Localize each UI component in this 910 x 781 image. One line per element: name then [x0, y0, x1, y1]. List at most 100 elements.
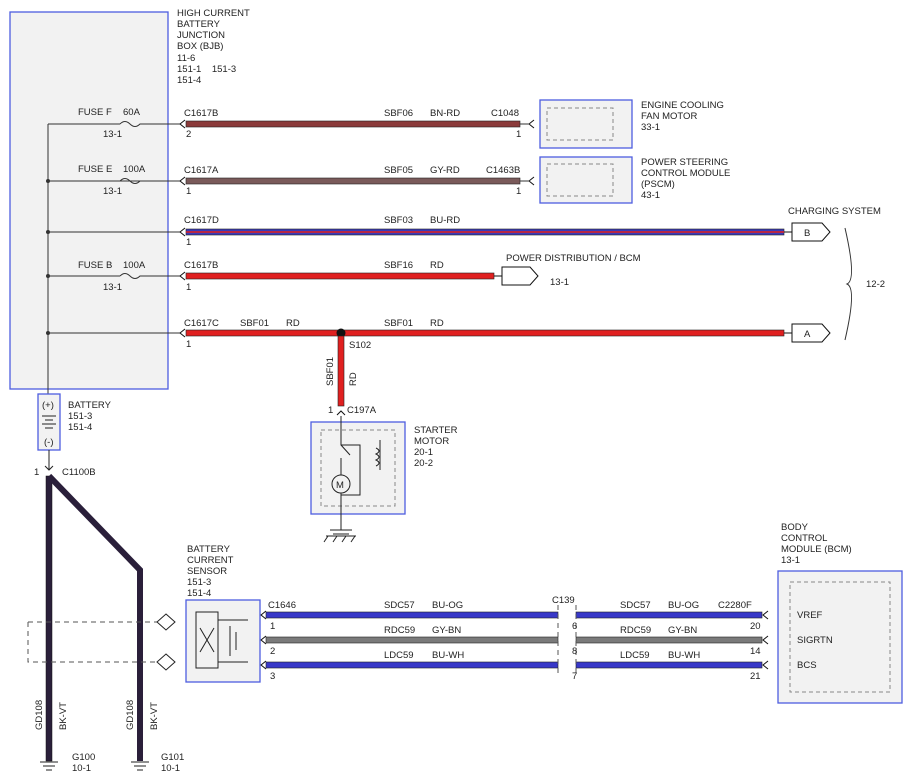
- starter-motor-box: M STARTER MOTOR 20-1 20-2: [310, 416, 458, 535]
- bcs-label-3: SENSOR: [187, 566, 227, 577]
- w2-color-left: GY-BN: [432, 625, 461, 636]
- conn-c197a: C197A: [347, 405, 377, 416]
- pscm-label-1: POWER STEERING: [641, 157, 728, 168]
- w2-circuit-left: RDC59: [384, 625, 415, 636]
- fuse-b-rating: 100A: [123, 260, 146, 271]
- battery-label-3: 151-4: [68, 422, 92, 433]
- bottom-wires: C1646 C139 C2280F SDC57 BU-OG SDC57 BU-O…: [260, 595, 769, 682]
- bcs-box: BATTERY CURRENT SENSOR 151-3 151-4: [156, 544, 261, 683]
- gnd1-name: G100: [72, 752, 95, 763]
- battery-label-2: 151-3: [68, 411, 92, 422]
- battery-label-1: BATTERY: [68, 400, 112, 411]
- pscm-label-2: CONTROL MODULE: [641, 168, 730, 179]
- wire-sbf05: C1617A 1 SBF05 GY-RD C1463B 1: [184, 165, 535, 197]
- w2-color-right: GY-BN: [668, 625, 697, 636]
- wire-starter: SBF01 RD 1 C197A: [325, 335, 377, 416]
- w1-pin-left: 1: [270, 621, 275, 632]
- fuse-b-name: FUSE B: [78, 260, 112, 271]
- fuse-e-symbol: [119, 178, 180, 184]
- w1-pin-right: 20: [750, 621, 761, 632]
- bcm-label-2: CONTROL: [781, 533, 827, 544]
- gnd2-name: G101: [161, 752, 184, 763]
- fuse-e: FUSE E 100A 13-1: [78, 164, 180, 197]
- pscm-label-4: 43-1: [641, 190, 660, 201]
- w3-circuit-left: LDC59: [384, 650, 414, 661]
- circuit-sbf01-right: SBF01: [384, 318, 413, 329]
- bjb-box: [9, 11, 169, 390]
- w3-pin-mid: 7: [572, 671, 577, 682]
- pd-label: POWER DISTRIBUTION / BCM: [506, 253, 641, 264]
- ground-wires: GD108 BK-VT GD108 BK-VT G100 10-1 G101 1…: [34, 473, 184, 774]
- bjb-title-3: JUNCTION: [177, 30, 225, 41]
- gnd2-color: BK-VT: [149, 702, 160, 730]
- w2-pin-mid: 8: [572, 646, 577, 657]
- pscm-label-3: (PSCM): [641, 179, 675, 190]
- fuse-e-name: FUSE E: [78, 164, 112, 175]
- w3-color-right: BU-WH: [668, 650, 700, 661]
- w2-pin-right: 14: [750, 646, 761, 657]
- color-gy-rd: GY-RD: [430, 165, 460, 176]
- starter-pin: 1: [328, 405, 333, 416]
- motor-symbol: M: [336, 480, 344, 491]
- conn-c139: C139: [552, 595, 575, 606]
- fuse-b-ref: 13-1: [103, 282, 122, 293]
- fuse-f-symbol: [119, 121, 180, 127]
- gnd1-color: BK-VT: [58, 702, 69, 730]
- color-rd-left: RD: [286, 318, 300, 329]
- w3-color-left: BU-WH: [432, 650, 464, 661]
- bcm-label-4: 13-1: [781, 555, 800, 566]
- starter-label-1: STARTER: [414, 425, 458, 436]
- w1-circuit-left: SDC57: [384, 600, 415, 611]
- fuse-f-ref: 13-1: [103, 129, 122, 140]
- pin-c1617b-bot: 1: [186, 282, 191, 293]
- pin-c1048: 1: [516, 129, 521, 140]
- conn-c1617d: C1617D: [184, 215, 219, 226]
- circuit-sbf16: SBF16: [384, 260, 413, 271]
- gnd2-circuit: GD108: [125, 700, 136, 730]
- fuse-b: FUSE B 100A 13-1: [78, 260, 180, 293]
- pin-c1617c: 1: [186, 339, 191, 350]
- starter-label-3: 20-1: [414, 447, 433, 458]
- w1-color-right: BU-OG: [668, 600, 699, 611]
- bcs-label-2: CURRENT: [187, 555, 234, 566]
- charging-ref: 12-2: [866, 279, 885, 290]
- bcm-box: VREF SIGRTN BCS BODY CONTROL MODULE (BCM…: [777, 522, 903, 704]
- bjb-bus: [47, 123, 180, 395]
- fuse-e-rating: 100A: [123, 164, 146, 175]
- wire-sbf16: C1617B 1 SBF16 RD: [184, 260, 495, 293]
- circuit-sbf06: SBF06: [384, 108, 413, 119]
- starter-label-2: MOTOR: [414, 436, 449, 447]
- conn-c1646: C1646: [268, 600, 296, 611]
- gnd1-ref: 10-1: [72, 763, 91, 774]
- bcm-pin-vref: VREF: [797, 610, 823, 621]
- w3-circuit-right: LDC59: [620, 650, 650, 661]
- wire-sbf03: C1617D 1 SBF03 BU-RD: [184, 215, 785, 248]
- fuse-f: FUSE F 60A 13-1: [78, 107, 180, 140]
- starter-ground: [323, 535, 356, 543]
- charging-b-tag: B CHARGING SYSTEM: [784, 206, 881, 242]
- circuit-sbf05: SBF05: [384, 165, 413, 176]
- circuit-sbf01-left: SBF01: [240, 318, 269, 329]
- w1-pin-mid: 6: [572, 621, 577, 632]
- bcs-label-1: BATTERY: [187, 544, 231, 555]
- starter-circuit: SBF01: [325, 357, 336, 386]
- w3-pin-right: 21: [750, 671, 761, 682]
- fan-label-2: FAN MOTOR: [641, 111, 697, 122]
- conn-c1048: C1048: [491, 108, 519, 119]
- w1-color-left: BU-OG: [432, 600, 463, 611]
- wire-sbf06: C1617B 2 SBF06 BN-RD C1048 1: [184, 108, 535, 140]
- conn-c1617b-bot: C1617B: [184, 260, 218, 271]
- fuse-b-symbol: [119, 273, 180, 279]
- bus-nodes: [46, 179, 50, 335]
- color-rd-right: RD: [430, 318, 444, 329]
- w2-circuit-right: RDC59: [620, 625, 651, 636]
- charging-a-tag: A: [784, 323, 831, 343]
- bjb-label: HIGH CURRENT BATTERY JUNCTION BOX (BJB) …: [177, 8, 250, 86]
- pscm-box: POWER STEERING CONTROL MODULE (PSCM) 43-…: [539, 156, 730, 204]
- color-rd-16: RD: [430, 260, 444, 271]
- bjb-title-4: BOX (BJB): [177, 41, 223, 52]
- conn-c1463b: C1463B: [486, 165, 520, 176]
- fan-label-1: ENGINE COOLING: [641, 100, 724, 111]
- battery-pos: (+): [42, 400, 54, 411]
